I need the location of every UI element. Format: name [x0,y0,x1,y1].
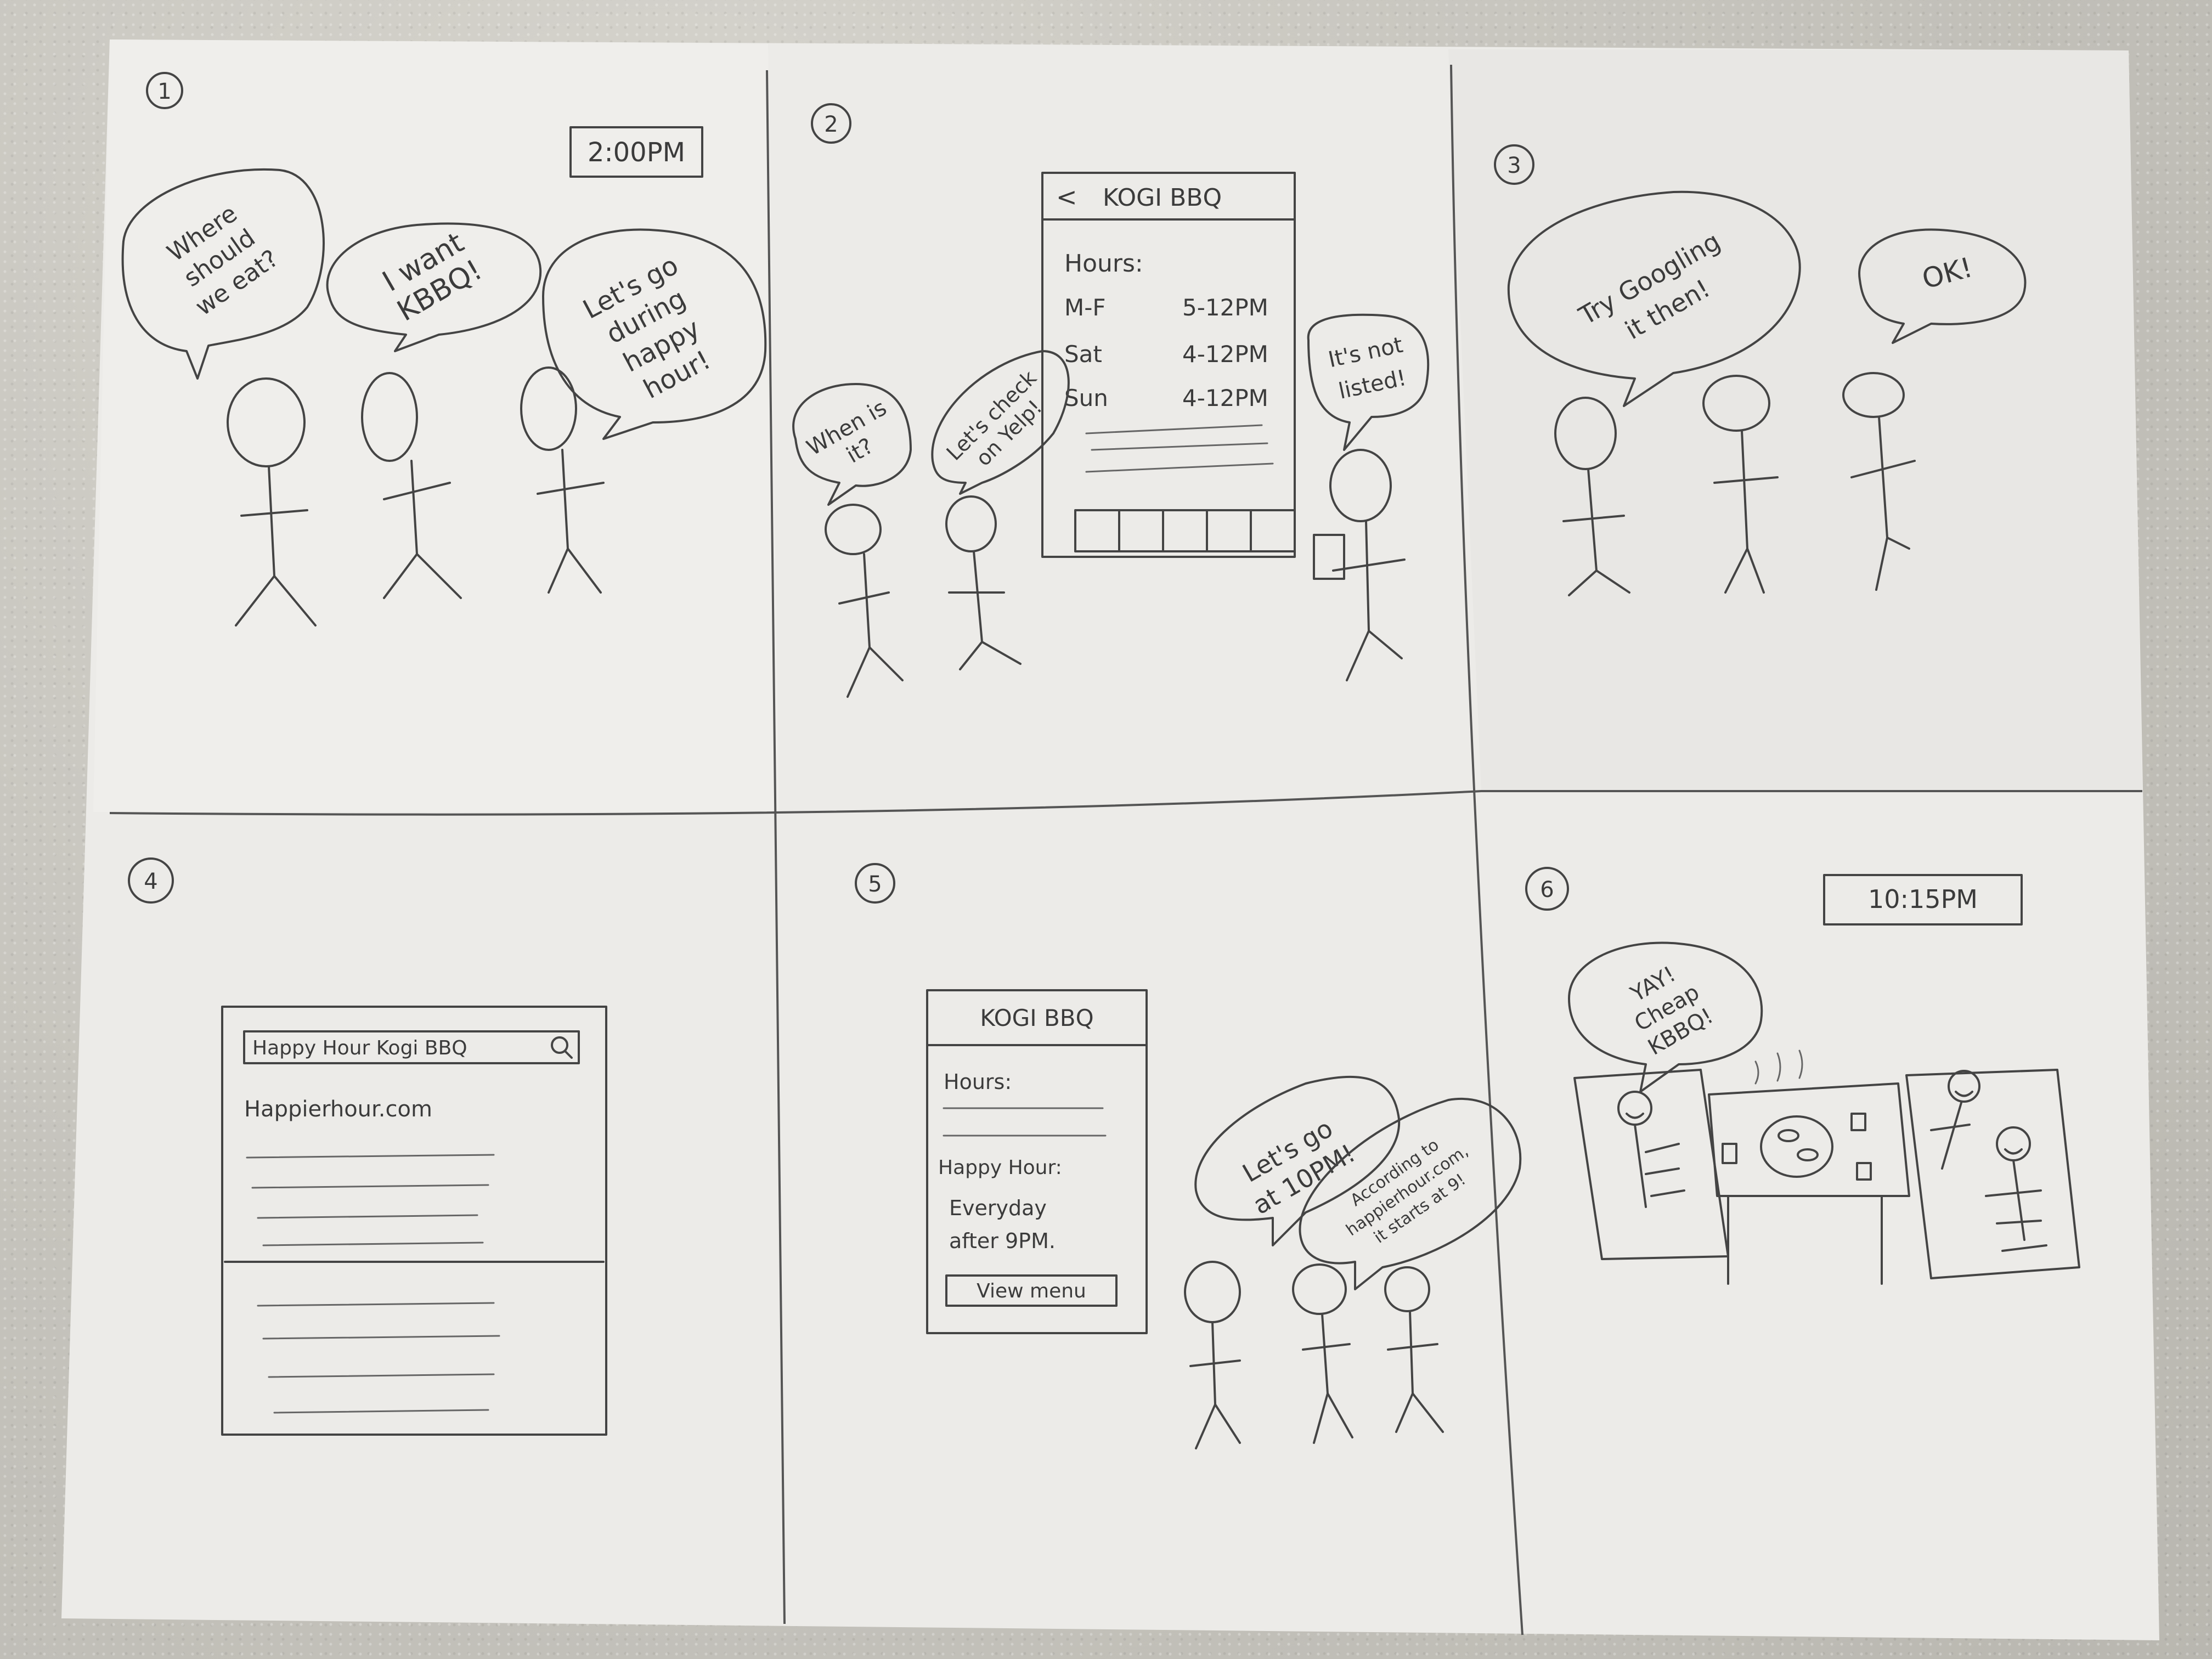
hours-time: 4-12PM [1182,385,1268,411]
panel-4: 4 Happy Hour Kogi BBQ Happierhour.com [128,857,607,1436]
stick-figure [1292,1263,1353,1444]
view-menu-label: View menu [977,1280,1086,1302]
stick-figure [1313,449,1406,681]
clock-time: 10:15PM [1868,884,1978,914]
speech-bubble [1507,190,1801,407]
panel-divider-horizontal [109,789,2143,816]
stick-figure [1842,372,1916,591]
happy-hour-label: Happy Hour: [938,1156,1062,1179]
stick-figure [1702,375,1779,594]
hours-day: M-F [1064,294,1106,321]
view-menu-button[interactable] [945,1274,1118,1307]
stick-figure [945,495,1022,670]
bbq-table [1708,1082,1910,1197]
hours-label: Hours: [1064,250,1143,278]
stick-figure [1554,397,1630,596]
stick-figure [1384,1266,1444,1433]
panel-number-circle [146,72,183,109]
stick-figure [1184,1261,1241,1449]
phone-frame [926,989,1148,1334]
phone-frame [1041,172,1296,558]
panel-number: 1 [157,79,171,104]
panel-divider-vertical-2 [1450,64,1523,1635]
panel-number-circle [855,863,895,904]
panel-number-circle [1494,144,1534,185]
clock-time: 2:00PM [588,137,685,168]
panel-number: 4 [144,869,157,894]
phone-title: KOGI BBQ [1103,184,1222,212]
panel-number-circle [128,857,174,904]
speech-bubble [792,383,912,506]
speech-bubble [1858,228,2027,344]
search-bar[interactable] [243,1030,580,1064]
stick-figure [825,504,904,698]
stick-figure [520,366,605,594]
panel-number-circle [811,103,851,144]
speech-bubble [542,228,767,440]
phone-title: KOGI BBQ [980,1005,1093,1031]
panel-number: 5 [868,872,882,897]
stick-figure [361,372,462,599]
hours-label: Hours: [944,1070,1012,1094]
happy-hour-line: after 9PM. [949,1229,1056,1253]
smiling-face [1948,1070,1980,1103]
speech-bubble [1568,941,1763,1093]
search-result-title[interactable]: Happierhour.com [244,1097,432,1122]
clock-box [569,126,703,178]
hours-day: Sun [1064,385,1108,411]
booth-right [1905,1069,2080,1279]
browser-frame [221,1006,607,1436]
grill [1760,1115,1833,1178]
phone-in-hand [1313,534,1345,580]
magnifier-icon[interactable] [551,1036,573,1059]
hours-time: 4-12PM [1182,341,1268,368]
happy-hour-line: Everyday [949,1196,1047,1220]
hours-day: Sat [1064,341,1102,368]
search-query: Happy Hour Kogi BBQ [252,1037,467,1059]
speech-bubble [931,350,1070,495]
phone-tab-bar [1074,509,1296,552]
stick-figure [227,377,317,627]
speech-bubble [326,222,542,352]
panel-number: 2 [824,112,838,137]
speech-bubble [1299,1098,1522,1290]
panel-number: 3 [1507,153,1521,178]
speech-bubble [121,168,325,380]
panel-number: 6 [1540,877,1554,902]
hours-time: 5-12PM [1182,294,1268,321]
panel-number-circle [1525,867,1569,911]
speech-bubble [1307,313,1430,451]
back-button: < [1056,182,1077,212]
clock-box [1823,874,2023,926]
